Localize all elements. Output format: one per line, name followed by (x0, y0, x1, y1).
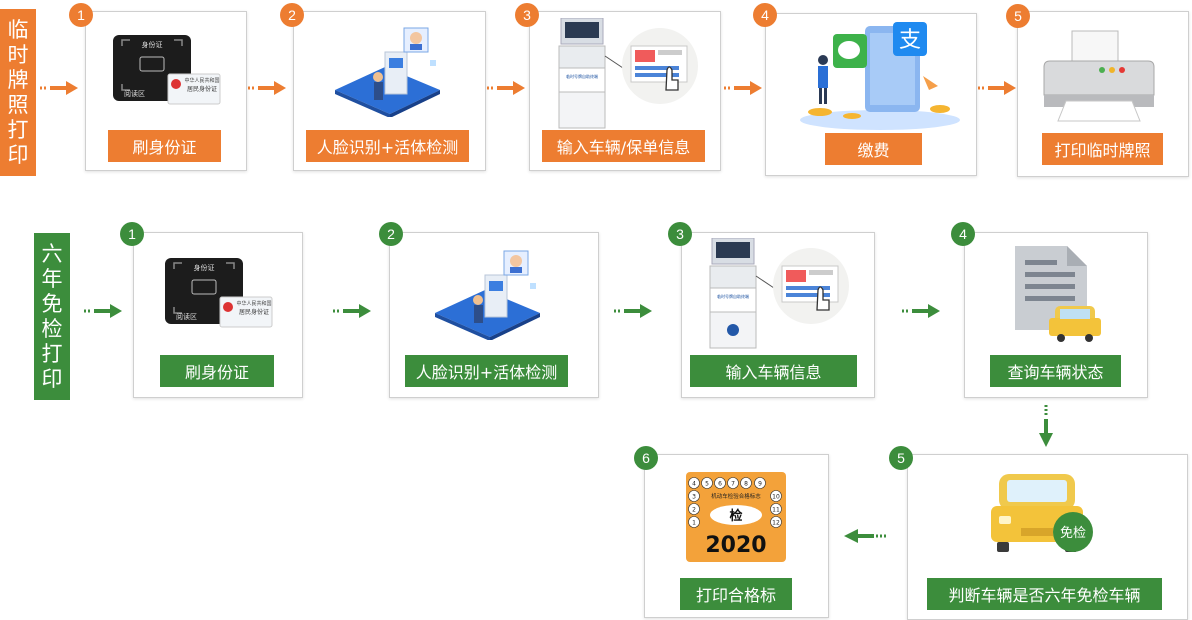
flow-title-text: 临时牌照打印 (7, 17, 29, 167)
step-number: 3 (668, 222, 692, 246)
sticker-month-label: 6 (718, 480, 722, 487)
sticker-month-circle (688, 477, 700, 489)
id-reader-title: 身份证 (142, 40, 163, 49)
step-label: 输入车辆信息 (690, 355, 857, 387)
sticker-month-label: 3 (692, 493, 696, 500)
document-car-icon (1015, 246, 1101, 342)
sticker-month-label: 2 (692, 506, 696, 513)
sticker-month-label: 12 (772, 519, 780, 526)
face-recognition-icon (335, 27, 440, 117)
id-front-title: 居民身份证 (239, 308, 269, 316)
id-reader-title: 身份证 (194, 263, 215, 272)
step-number: 3 (515, 3, 539, 27)
arrow-right-icon (40, 81, 78, 95)
step-number: 4 (753, 3, 777, 27)
arrow-right-icon (614, 304, 652, 318)
step-label: 查询车辆状态 (990, 355, 1121, 387)
arrow-right-icon (248, 81, 286, 95)
car-exempt-icon: 免检 (991, 474, 1093, 552)
arrow-right-icon (902, 304, 940, 318)
sticker-month-label: 7 (731, 480, 735, 487)
flow-title-temp-plate: 临时牌照打印 (0, 9, 36, 176)
id-card-reader-icon: 身份证 阅读区 中华人民共和国 居民身份证 (113, 35, 221, 105)
printer-icon (1043, 30, 1155, 122)
arrow-right-icon (333, 304, 371, 318)
sticker-month-circle (688, 503, 700, 515)
kiosk-terminal-icon: 临时号牌自助终端 (558, 18, 698, 129)
sticker-month-circle (727, 477, 739, 489)
step-label: 打印合格标 (680, 578, 792, 610)
flow-title-six-year-exempt: 六年免检打印 (34, 233, 70, 400)
sticker-month-label: 10 (772, 493, 780, 500)
sticker-month-circle (701, 477, 713, 489)
step-label: 人脸识别+活体检测 (306, 130, 469, 162)
sticker-month-circle (770, 490, 782, 502)
id-front-nation: 中华人民共和国 (184, 77, 219, 84)
arrow-right-icon (724, 81, 762, 95)
step-number: 5 (1006, 4, 1030, 28)
id-front-title: 居民身份证 (187, 85, 217, 93)
kiosk-terminal-icon: 临时号牌自助终端 (709, 238, 849, 349)
sticker-month-circle (714, 477, 726, 489)
sticker-month-label: 4 (692, 480, 696, 487)
exempt-badge-text: 免检 (1060, 526, 1086, 541)
payment-icon: 支 (800, 22, 960, 130)
step-label: 输入车辆/保单信息 (542, 130, 705, 162)
id-reader-read-area: 阅读区 (124, 89, 145, 98)
step-number: 2 (379, 222, 403, 246)
id-reader-read-area: 阅读区 (176, 312, 197, 321)
step-number: 5 (889, 446, 913, 470)
sticker-month-circle (770, 516, 782, 528)
sticker-year: 2020 (705, 533, 766, 558)
step-number: 1 (69, 3, 93, 27)
sticker-month-circle (688, 490, 700, 502)
sticker-main-char: 检 (729, 508, 742, 524)
sticker-title: 机动车检验合格标志 (711, 492, 761, 500)
arrow-right-icon (84, 304, 122, 318)
arrow-left-icon (844, 529, 886, 543)
sticker-month-circle (770, 503, 782, 515)
sticker-month-label: 1 (692, 519, 696, 526)
step-label: 刷身份证 (108, 130, 221, 162)
sticker-month-label: 5 (705, 480, 709, 487)
sticker-month-circle (754, 477, 766, 489)
id-front-nation: 中华人民共和国 (236, 300, 271, 307)
kiosk-screen-text: 临时号牌自助终端 (566, 73, 598, 79)
arrow-right-icon (978, 81, 1016, 95)
kiosk-screen-text: 临时号牌自助终端 (717, 293, 749, 299)
step-label: 打印临时牌照 (1042, 133, 1163, 165)
sticker-month-label: 8 (744, 480, 748, 487)
id-card-reader-icon: 身份证 阅读区 中华人民共和国 居民身份证 (165, 258, 273, 328)
step-number: 6 (634, 446, 658, 470)
sticker-month-circle (740, 477, 752, 489)
step-number: 1 (120, 222, 144, 246)
step-number: 2 (280, 3, 304, 27)
step-label: 判断车辆是否六年免检车辆 (927, 578, 1162, 610)
sticker-month-label: 9 (758, 480, 762, 487)
flow-title-text: 六年免检打印 (41, 241, 63, 391)
step-number: 4 (951, 222, 975, 246)
arrow-right-icon (487, 81, 525, 95)
sticker-month-label: 11 (772, 506, 780, 513)
step-label: 人脸识别+活体检测 (405, 355, 568, 387)
alipay-char: 支 (899, 28, 921, 53)
step-label: 刷身份证 (160, 355, 274, 387)
step-label: 缴费 (825, 133, 922, 165)
sticker-month-circle (688, 516, 700, 528)
face-recognition-icon (435, 250, 540, 340)
arrow-down-icon (1039, 405, 1053, 447)
